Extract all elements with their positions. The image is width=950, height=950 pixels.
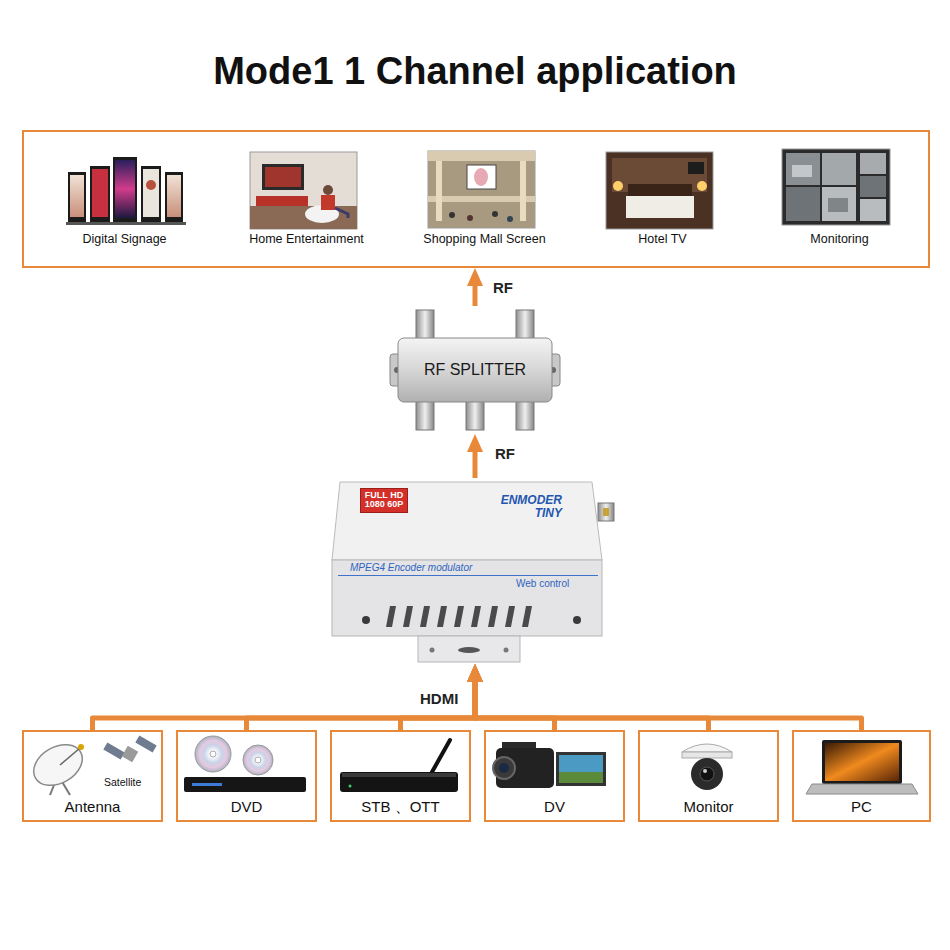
encoder-modulator: FULL HD 1080 60P ENMODER TINY MPEG4 Encode… (330, 478, 620, 664)
rf-splitter-picture (390, 310, 560, 430)
source-tile: DV (484, 730, 625, 822)
dome-camera-picture (682, 744, 732, 790)
signal-arrow (475, 676, 555, 730)
application-tile: Shopping Mall Screen (403, 144, 566, 254)
laptop-picture (806, 740, 918, 794)
device-label: MPEG4 Encoder modulator (350, 562, 472, 574)
application-panel: Digital Signage Home Entertainment Shoppin… (22, 130, 930, 268)
application-tile: Monitoring (758, 144, 921, 254)
satellite-antenna-picture (26, 736, 156, 795)
monitoring-picture (782, 149, 890, 225)
source-label: STB 、OTT (332, 798, 469, 817)
source-tile: Monitor (638, 730, 779, 822)
source-tile: STB 、OTT (330, 730, 471, 822)
signal-arrow (475, 676, 862, 730)
application-tile: Hotel TV (581, 144, 744, 254)
set-top-box-picture (340, 740, 458, 792)
device-label: ENMODER TINY (486, 494, 562, 520)
device-label: Web control (516, 578, 569, 590)
application-label: Hotel TV (581, 232, 744, 246)
source-label: Satellite (104, 776, 141, 788)
dvd-player-picture (184, 736, 306, 792)
signal-arrow (475, 676, 709, 730)
application-label: Digital Signage (43, 232, 206, 246)
digital-signage-picture (66, 157, 186, 225)
signal-label: RF (491, 279, 515, 296)
camcorder-picture (493, 742, 606, 788)
device-label: RF SPLITTER (424, 361, 526, 379)
signal-arrow (473, 280, 478, 306)
signal-label: RF (493, 445, 517, 462)
signal-arrow (93, 676, 476, 730)
home-entertainment-picture (250, 152, 357, 229)
source-label: DVD (178, 798, 315, 815)
signal-arrow (473, 446, 478, 478)
signal-arrow (247, 676, 476, 730)
application-tile: Home Entertainment (225, 144, 388, 254)
rf-splitter: RF SPLITTER (390, 306, 560, 434)
source-tile: SatelliteAntenna (22, 730, 163, 822)
source-tile: DVD (176, 730, 317, 822)
application-tile: Digital Signage (43, 144, 206, 254)
source-tile: PC (792, 730, 931, 822)
hotel-room-picture (606, 152, 713, 229)
diagram-title: Mode1 1 Channel application (0, 50, 950, 93)
shopping-mall-picture (428, 151, 535, 228)
source-label: PC (794, 798, 929, 815)
source-label: DV (486, 798, 623, 815)
source-label: Monitor (640, 798, 777, 815)
encoder-modulator-picture (332, 482, 614, 662)
signal-arrow (401, 676, 476, 730)
application-label: Shopping Mall Screen (403, 232, 566, 246)
application-label: Monitoring (758, 232, 921, 246)
application-label: Home Entertainment (225, 232, 388, 246)
device-label: FULL HD 1080 60P (360, 488, 408, 513)
signal-label: HDMI (418, 690, 460, 707)
source-label: Antenna (24, 798, 161, 815)
